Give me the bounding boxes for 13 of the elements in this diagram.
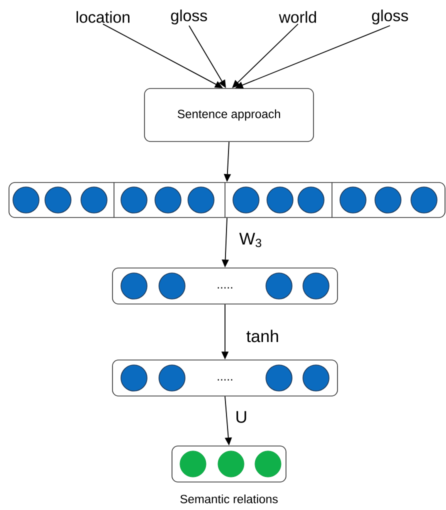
layer-box: ..... [112,268,338,304]
input-word: location [76,11,130,23]
input-word: gloss [171,10,208,24]
layer-box: ..... [112,360,338,396]
input-word: gloss [372,10,408,24]
layer-box [172,446,286,482]
edge-label: W$_{3}$ [239,232,262,248]
input-word: world [278,11,316,23]
edge-label: tanh [246,330,278,342]
edge-label: U [236,411,246,423]
layer-box [8,182,446,218]
caption-text: Semantic relations [180,494,278,504]
process-box: Sentence approach [144,88,314,142]
